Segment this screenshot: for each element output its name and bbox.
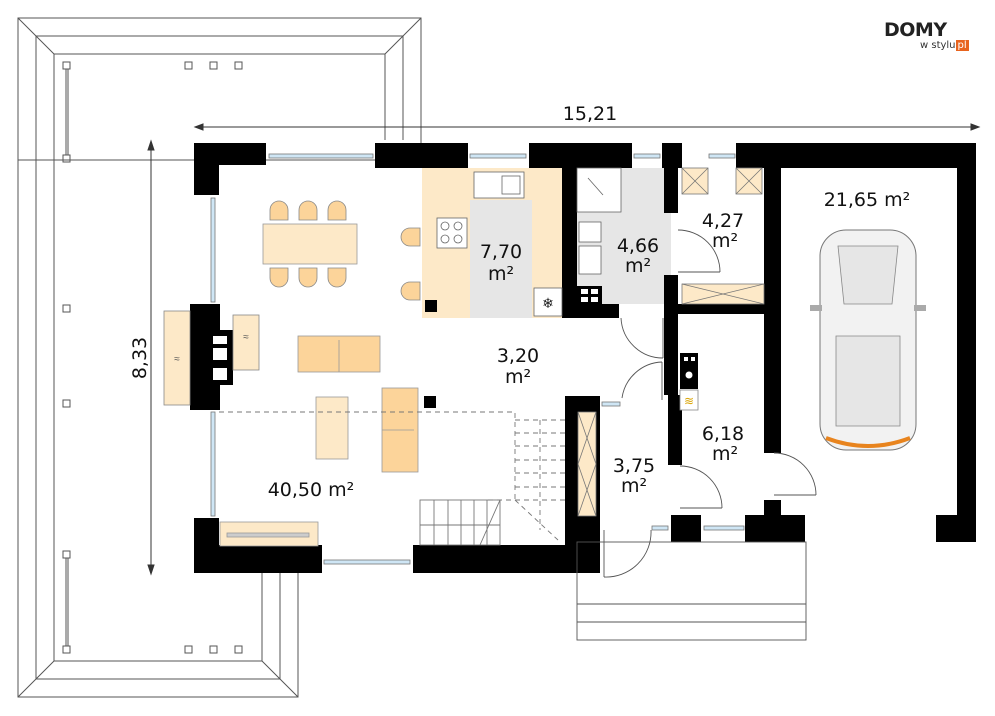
svg-text:❄: ❄ — [542, 295, 554, 311]
svg-text:≈: ≈ — [243, 332, 249, 343]
boiler: ≋ — [679, 353, 699, 411]
bathroom-area-label: 4,66 — [617, 235, 659, 257]
windows — [210, 153, 745, 565]
bathroom-area-unit: m² — [625, 255, 651, 277]
pantry-shelves — [577, 167, 765, 517]
dimension-width-label: 15,21 — [563, 103, 617, 125]
pantry-area-unit: m² — [712, 230, 738, 252]
dining-set — [262, 200, 421, 301]
garage-area-label: 21,65 m² — [824, 189, 911, 211]
svg-text:≋: ≋ — [684, 394, 694, 408]
dimension-width — [193, 123, 981, 131]
living-furniture — [219, 335, 419, 547]
brand-name: DOMY — [884, 19, 947, 41]
svg-text:≈: ≈ — [174, 354, 180, 365]
terrace-outline — [17, 17, 422, 698]
car-icon — [810, 229, 926, 451]
dimension-depth — [147, 139, 155, 576]
kitchen-area-label: 7,70 — [480, 241, 522, 263]
boiler-area-label: 6,18 — [702, 423, 744, 445]
pantry-area-label: 4,27 — [702, 210, 744, 232]
vestibule-area-label: 3,75 — [613, 455, 655, 477]
hall-area-unit: m² — [505, 366, 531, 388]
stairs — [219, 411, 565, 546]
entrance-steps — [576, 541, 807, 641]
vestibule-area-unit: m² — [621, 475, 647, 497]
bathroom-fixtures — [576, 167, 622, 306]
brand-sub-suffix: pl — [955, 40, 969, 51]
kitchen-floor — [470, 200, 532, 318]
living-area-label: 40,50 m² — [268, 479, 355, 501]
dimension-depth-label: 8,33 — [129, 337, 151, 379]
doors — [603, 229, 817, 578]
brand-sub-text: w stylu — [920, 40, 956, 51]
boiler-area-unit: m² — [712, 443, 738, 465]
kitchen-fixtures: ❄ — [436, 171, 563, 317]
fireplace: ≈ ≈ — [163, 310, 260, 406]
kitchen-area-unit: m² — [488, 263, 514, 285]
hall-area-label: 3,20 — [497, 345, 539, 367]
walls — [190, 143, 976, 573]
